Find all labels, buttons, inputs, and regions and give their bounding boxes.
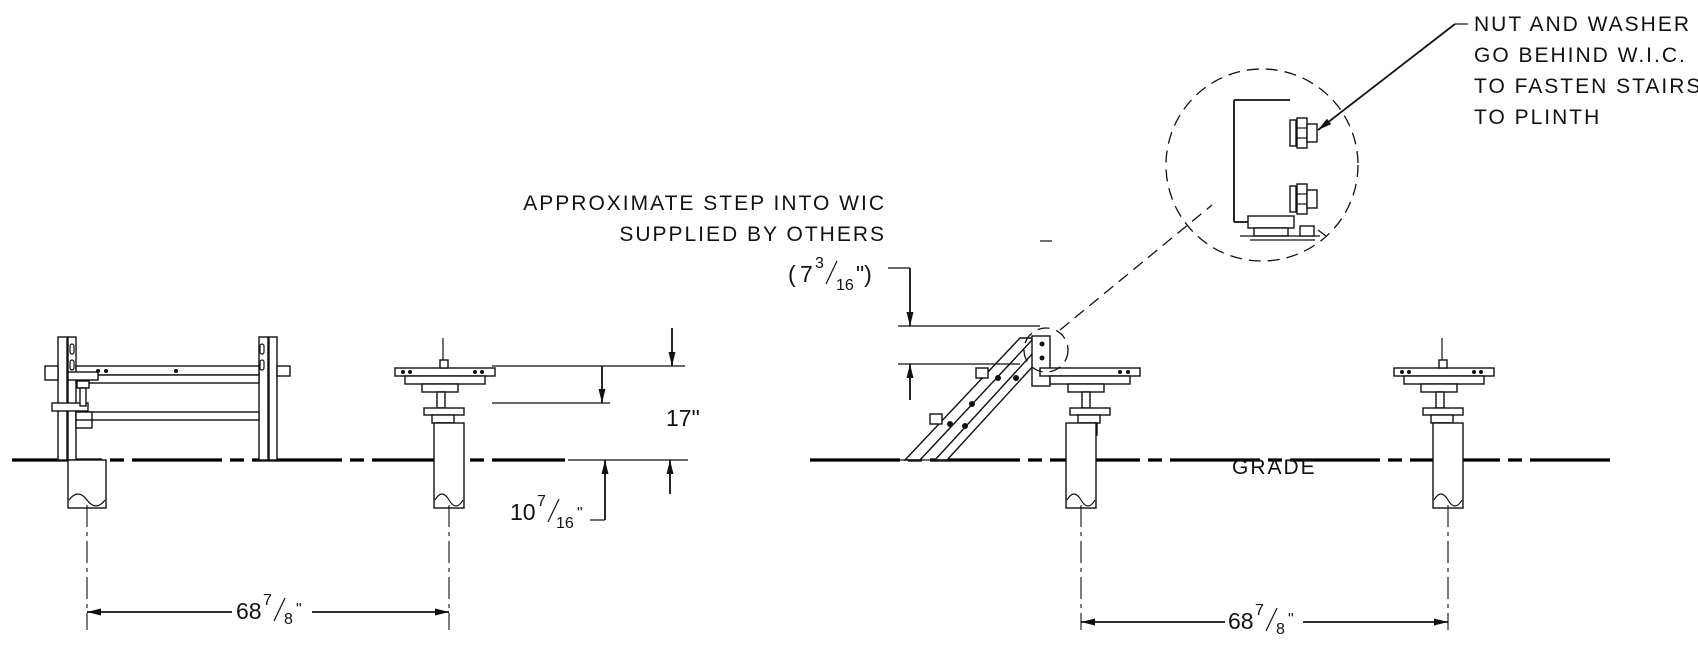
span-left-num: 7 [263, 592, 272, 609]
below-grade-den: 16 [556, 515, 574, 532]
step-height-whole: 7 [800, 261, 813, 287]
note-line-1: NUT AND WASHER [1474, 13, 1691, 36]
step-height-close: ") [856, 261, 872, 287]
left-pier-a [67, 371, 107, 630]
nut-washer-leader [1317, 23, 1456, 131]
span-right-den: 8 [1276, 621, 1285, 638]
below-grade-unit: " [577, 505, 583, 522]
span-right-num: 7 [1255, 602, 1264, 619]
step-height-den: 16 [836, 277, 854, 294]
span-right-whole: 68 [1228, 608, 1254, 634]
detail-callout-circle [1023, 327, 1069, 373]
step-height-open: ( [788, 261, 796, 287]
step-note-line-1: APPROXIMATE STEP INTO WIC [523, 192, 886, 215]
note-line-2: GO BEHIND W.I.C. [1474, 44, 1687, 67]
note-nut-washer: NUT AND WASHER GO BEHIND W.I.C. TO FASTE… [1474, 13, 1698, 129]
dimension-below-grade: 10 7 16 " [510, 459, 688, 532]
dimension-span-right: 68 7 8 " [1081, 602, 1448, 638]
span-right-unit: " [1288, 611, 1294, 628]
below-grade-whole: 10 [510, 499, 536, 525]
dimension-plinth-height: 17" [492, 328, 700, 431]
dimension-span-left: 68 7 8 " [87, 592, 449, 628]
dimension-step-height: ( 7 3 16 ") [788, 255, 1040, 400]
grade-label: GRADE [1232, 456, 1317, 479]
note-step: APPROXIMATE STEP INTO WIC SUPPLIED BY OT… [523, 192, 886, 246]
note-line-4: TO PLINTH [1474, 106, 1601, 129]
span-left-whole: 68 [236, 598, 262, 624]
span-left-den: 8 [284, 611, 293, 628]
plinth-height-label: 17" [666, 405, 700, 431]
detail-leader-line [1059, 204, 1213, 331]
span-left-unit: " [296, 601, 302, 618]
right-pier-b [1393, 338, 1495, 630]
below-grade-num: 7 [537, 493, 546, 510]
detail-enlargement [1165, 68, 1359, 262]
note-line-3: TO FASTEN STAIRS [1474, 75, 1698, 98]
step-note-line-2: SUPPLIED BY OTHERS [619, 223, 886, 246]
step-height-num: 3 [815, 255, 824, 272]
right-stair-stringer [900, 335, 1051, 461]
right-pier-a [1039, 367, 1141, 630]
left-pier-b [394, 338, 496, 630]
